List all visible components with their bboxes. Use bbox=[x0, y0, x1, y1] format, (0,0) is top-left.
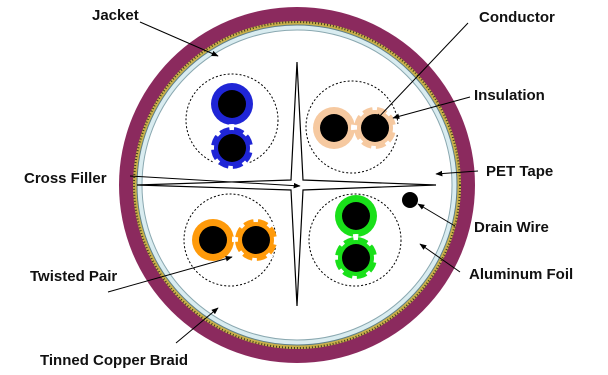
leader-twisted-pair bbox=[107, 256, 233, 293]
label-insulation: Insulation bbox=[474, 87, 545, 104]
leader-aluminum-foil bbox=[419, 243, 461, 273]
label-jacket: Jacket bbox=[92, 7, 139, 24]
leader-jacket bbox=[139, 21, 219, 57]
label-drain-wire: Drain Wire bbox=[474, 219, 549, 236]
leader-drain-wire bbox=[417, 203, 456, 227]
twisted-pair-orange bbox=[192, 216, 280, 264]
label-tinned-copper-braid: Tinned Copper Braid bbox=[40, 352, 188, 369]
labels: Jacket Conductor Insulation Cross Filler… bbox=[24, 7, 573, 369]
leader-pet-tape bbox=[435, 170, 479, 177]
leader-cross-filler bbox=[129, 175, 301, 189]
twisted-pair-peach bbox=[313, 104, 399, 152]
cross-filler bbox=[136, 61, 437, 307]
twisted-pair-green bbox=[332, 195, 380, 282]
drain-wire bbox=[402, 192, 418, 208]
leader-insulation bbox=[392, 96, 471, 120]
twisted-pair-blue bbox=[208, 83, 256, 172]
leader-lines bbox=[107, 21, 479, 344]
label-cross-filler: Cross Filler bbox=[24, 170, 107, 187]
leader-tinned-copper-braid bbox=[175, 307, 219, 344]
braid-texture bbox=[133, 21, 461, 349]
label-conductor: Conductor bbox=[479, 9, 555, 26]
label-aluminum-foil: Aluminum Foil bbox=[469, 266, 573, 283]
label-twisted-pair: Twisted Pair bbox=[30, 268, 117, 285]
leader-conductor bbox=[375, 22, 469, 121]
label-pet-tape: PET Tape bbox=[486, 163, 553, 180]
pair-group-green bbox=[308, 193, 402, 287]
